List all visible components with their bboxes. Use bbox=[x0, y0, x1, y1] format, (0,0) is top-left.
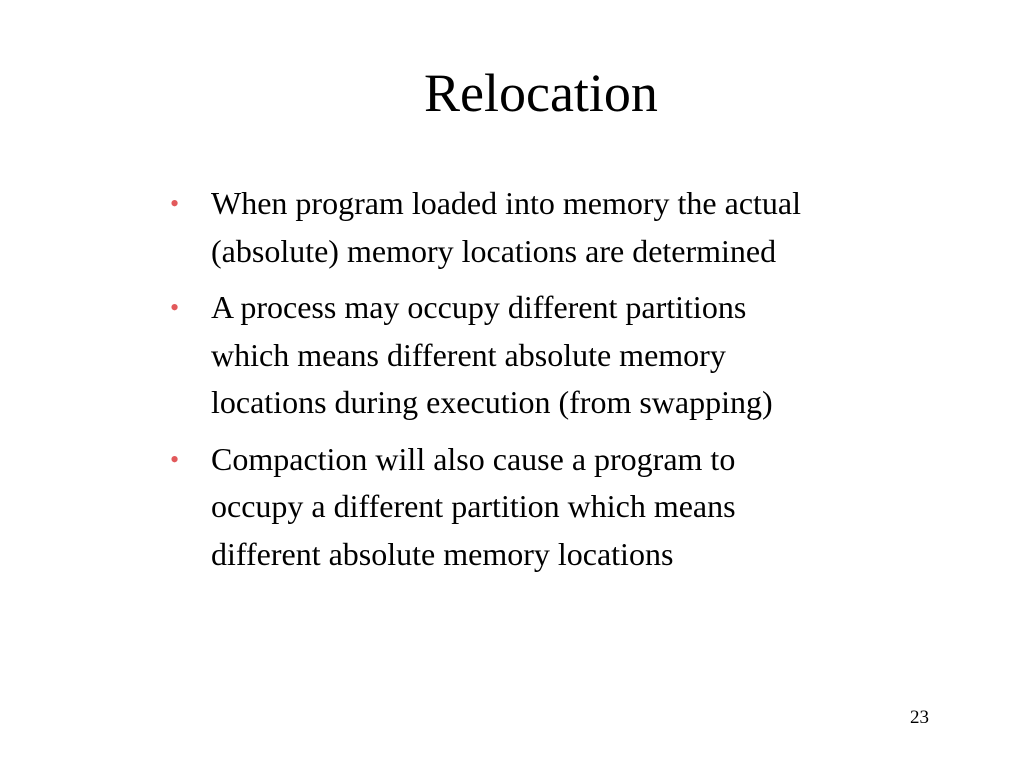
bullet-list: • When program loaded into memory the ac… bbox=[170, 180, 970, 587]
bullet-line: occupy a different partition which means bbox=[211, 488, 736, 524]
bullet-item: • When program loaded into memory the ac… bbox=[170, 180, 970, 275]
bullet-line: different absolute memory locations bbox=[211, 535, 674, 572]
bullet-line: A process may occupy different partition… bbox=[211, 289, 747, 325]
bullet-item: • A process may occupy different partiti… bbox=[170, 284, 970, 427]
bullet-line: When program loaded into memory the actu… bbox=[211, 185, 802, 221]
bullet-line: which means different absolute memory bbox=[211, 336, 726, 373]
bullet-dot-icon: • bbox=[170, 444, 180, 474]
bullet-dot-icon: • bbox=[170, 189, 180, 218]
bullet-line: Compaction will also cause a program to bbox=[211, 440, 736, 477]
slide-number: 23 bbox=[910, 707, 929, 728]
bullet-line: locations during execution (from swappin… bbox=[211, 384, 773, 420]
bullet-item: • Compaction will also cause a program t… bbox=[170, 436, 970, 579]
slide-title: Relocation bbox=[424, 63, 658, 123]
bullet-dot-icon: • bbox=[170, 293, 180, 322]
bullet-line: (absolute) memory locations are determin… bbox=[211, 232, 777, 269]
